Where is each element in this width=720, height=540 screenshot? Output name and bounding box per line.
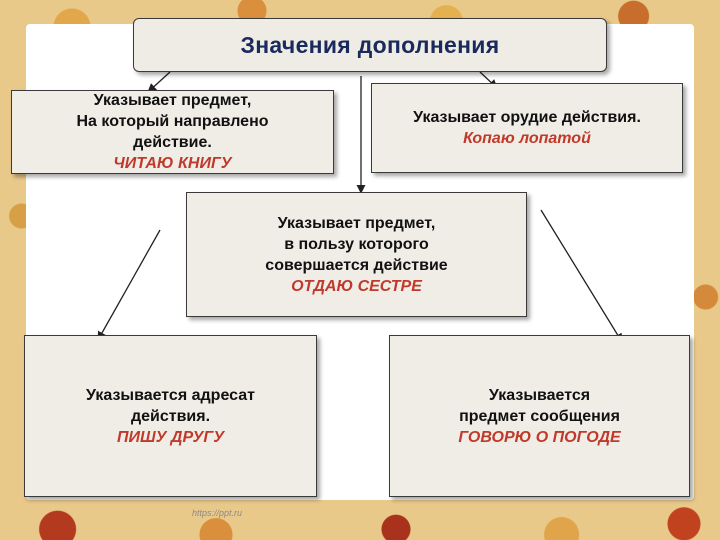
arrow-to-topic xyxy=(540,209,623,343)
box-instrument-line-1: Указывает орудие действия. xyxy=(413,109,641,126)
diagram-title-text: Значения дополнения xyxy=(240,31,500,58)
box-beneficiary-line-1: Указывает предмет, xyxy=(277,214,436,232)
box-object: Указывает предмет, На который направлено… xyxy=(11,90,334,174)
box-topic: Указывается предмет сообщения ГОВОРЮ О П… xyxy=(389,335,690,497)
diagram-title: Значения дополнения xyxy=(133,18,607,72)
box-instrument: Указывает орудие действия. Копаю лопатой xyxy=(371,83,683,173)
watermark-text: https://ppt.ru xyxy=(192,508,243,518)
box-addressee-line-2: действия. xyxy=(130,407,211,425)
arrow-to-object xyxy=(147,71,171,93)
box-topic-line-1: Указывается xyxy=(488,386,591,404)
box-addressee-line-1: Указывается адресат xyxy=(86,386,255,404)
box-beneficiary-line-2: в пользу которого xyxy=(284,235,429,253)
box-object-line-2: На который направлено xyxy=(76,113,269,130)
box-object-line-1: Указывает предмет, xyxy=(93,92,252,109)
box-object-line-3: действие. xyxy=(133,134,212,151)
arrow-to-addressee xyxy=(97,229,161,341)
box-topic-line-2: предмет сообщения xyxy=(459,407,620,425)
box-object-example: ЧИТАЮ КНИГУ xyxy=(113,155,232,172)
box-addressee-example: ПИШУ ДРУГУ xyxy=(116,428,225,446)
box-instrument-example: Копаю лопатой xyxy=(463,130,591,147)
box-addressee: Указывается адресат действия. ПИШУ ДРУГУ xyxy=(24,335,317,497)
box-topic-example: ГОВОРЮ О ПОГОДЕ xyxy=(458,428,621,446)
box-beneficiary-line-3: совершается действие xyxy=(265,256,448,274)
box-beneficiary-example: ОТДАЮ СЕСТРЕ xyxy=(291,277,422,295)
box-beneficiary: Указывает предмет, в пользу которого сов… xyxy=(186,192,527,317)
